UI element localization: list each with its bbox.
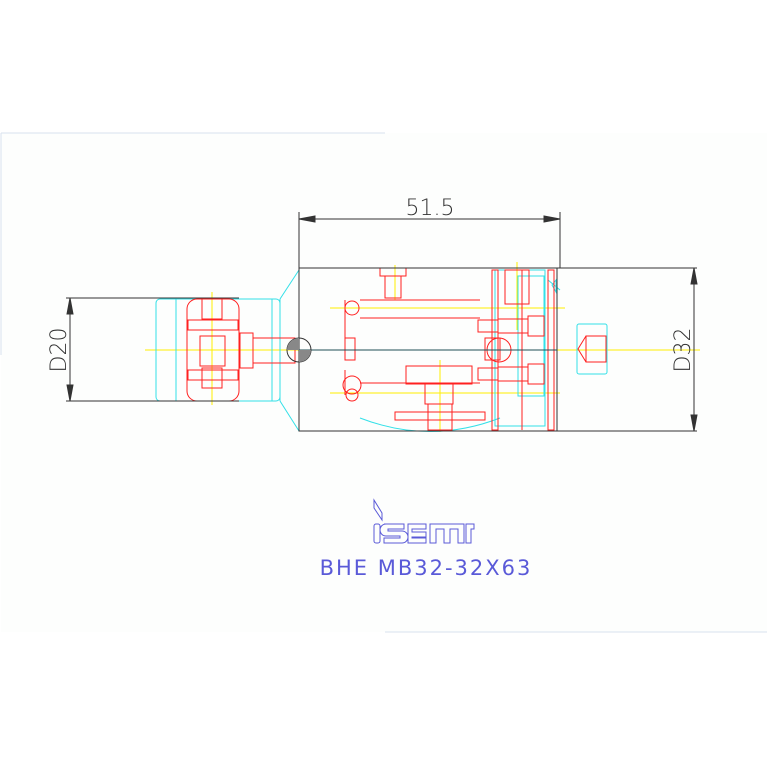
- dimension-length: [298, 212, 561, 268]
- dimension-left-diameter-label: D20: [47, 328, 72, 373]
- section-symbol: [286, 337, 312, 363]
- dimension-left-diameter: [66, 297, 74, 402]
- dimension-right-diameter-label: D32: [671, 328, 696, 373]
- main-outline: [66, 267, 697, 432]
- iscar-logo: [373, 498, 475, 544]
- dimension-right-diameter: [690, 267, 698, 432]
- part-number: BHE MB32-32X63: [320, 556, 533, 580]
- dimension-length-label: 51.5: [406, 196, 455, 221]
